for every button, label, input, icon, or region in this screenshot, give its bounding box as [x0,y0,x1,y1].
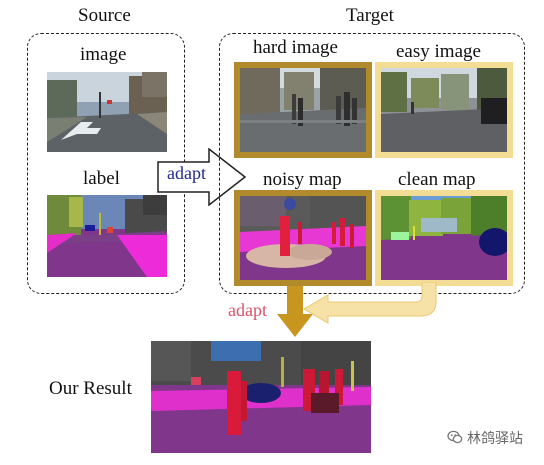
easy-image-photo [381,68,507,152]
result-map-image [151,341,371,453]
clean-map-label: clean map [398,169,476,190]
adapt-bottom-label: adapt [228,300,267,320]
hard-image-photo [240,68,366,152]
light-curved-arrow [303,282,437,324]
target-title: Target [346,5,394,26]
wechat-icon [447,429,463,445]
watermark-text: 林鸽驿站 [467,431,523,447]
adapt-arrow [157,148,247,206]
source-image-label: image [80,44,127,65]
clean-map-image [381,196,507,280]
source-label-map [47,195,167,277]
dark-down-arrow [277,286,313,337]
noisy-map-image [240,196,366,280]
source-image-photo [47,72,167,152]
easy-image-label: easy image [396,41,481,62]
source-label-label: label [83,168,120,189]
source-title: Source [78,5,131,26]
hard-image-label: hard image [253,37,338,58]
adapt-center-label: adapt [167,163,206,183]
noisy-map-label: noisy map [263,169,342,190]
result-label: Our Result [49,378,132,399]
target-panel [219,33,525,294]
